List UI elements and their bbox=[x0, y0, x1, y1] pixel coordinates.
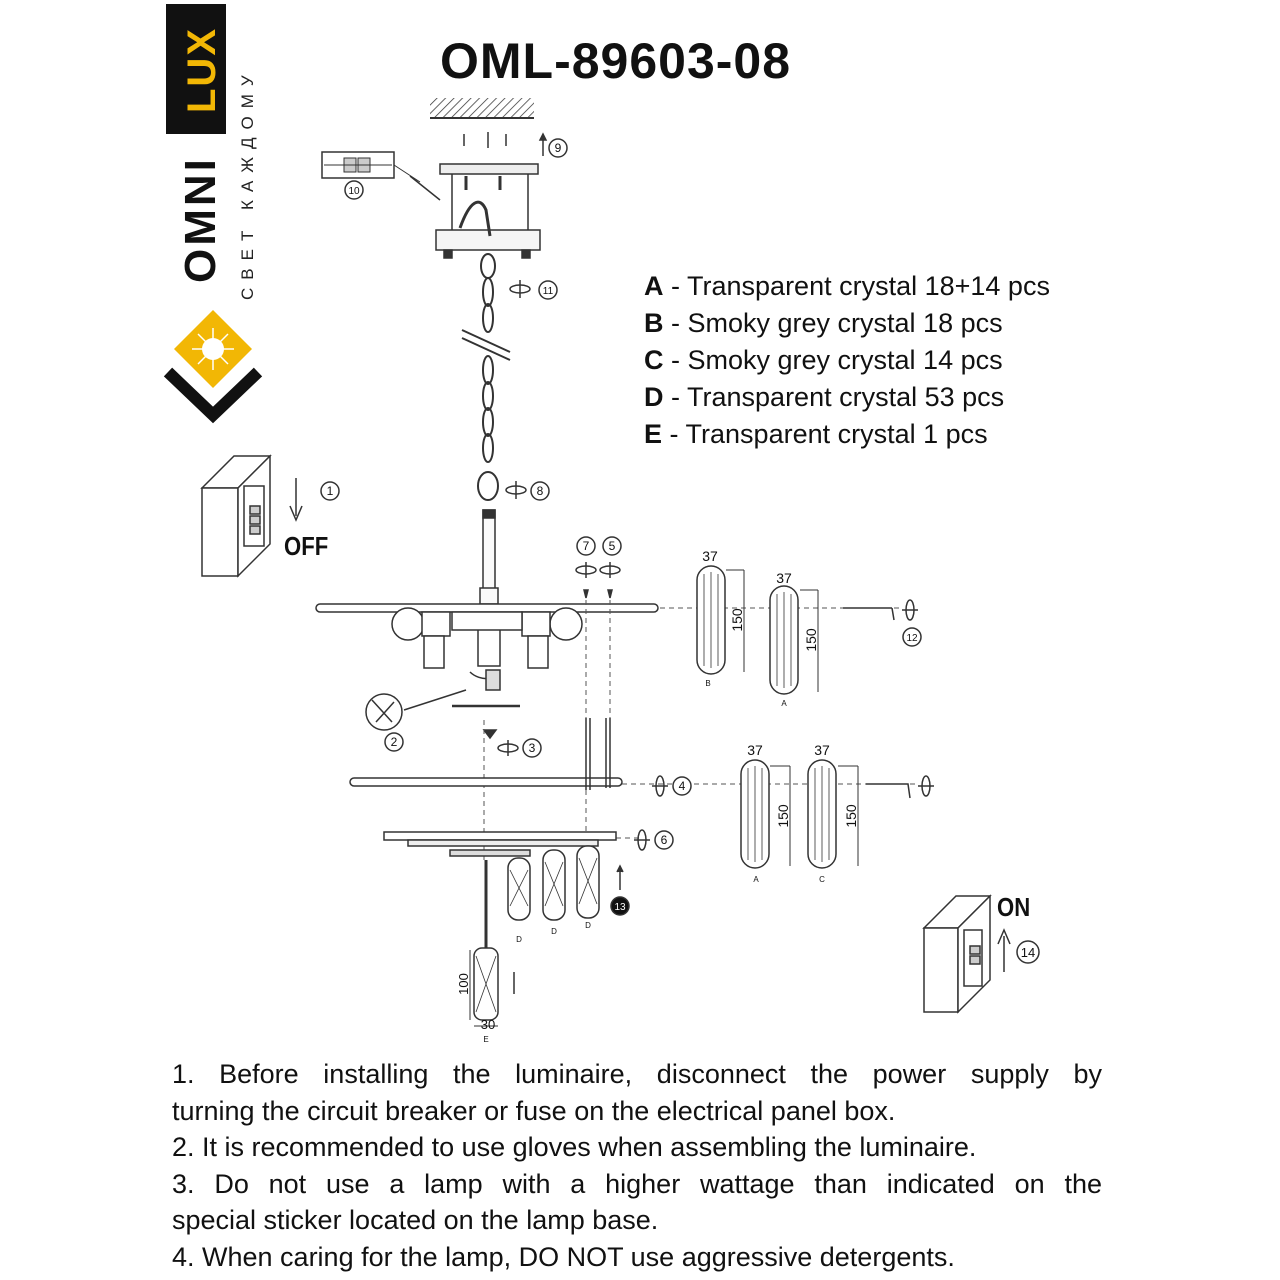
switch-off-label: OFF bbox=[284, 531, 329, 561]
terminal-block bbox=[321, 151, 421, 183]
part-letter-d1: D bbox=[516, 935, 522, 944]
dim-b-width: 37 bbox=[702, 548, 718, 564]
part-letter-e: E bbox=[483, 1035, 488, 1044]
suspension-chain bbox=[461, 253, 511, 501]
lower-ring bbox=[383, 831, 617, 857]
model-title: OML-89603-08 bbox=[440, 33, 792, 89]
step-7-label: 7 bbox=[583, 539, 590, 553]
part-letter-b: B bbox=[705, 679, 710, 688]
crystals-d bbox=[507, 845, 600, 921]
step-11-label: 11 bbox=[543, 286, 554, 297]
step-1-label: 1 bbox=[327, 484, 334, 498]
step-6-label: 6 bbox=[661, 833, 668, 847]
dim-c-height: 150 bbox=[843, 804, 859, 828]
switch-on-label: ON bbox=[997, 892, 1031, 922]
safety-notes: 1. Before installing the luminaire, disc… bbox=[172, 1056, 1102, 1275]
step-12-label: 12 bbox=[906, 633, 918, 644]
note-1-line-1: 1. Before installing the luminaire, disc… bbox=[172, 1059, 1102, 1089]
legend-item-e: E - Transparent crystal 1 pcs bbox=[644, 416, 1050, 453]
legend-text: - Transparent crystal 1 pcs bbox=[669, 419, 988, 449]
part-letter-a2: A bbox=[753, 875, 759, 884]
legend-letter: A bbox=[644, 271, 664, 301]
step-2-label: 2 bbox=[391, 735, 398, 749]
dim-a-height: 150 bbox=[803, 628, 819, 652]
wire-connection bbox=[365, 669, 520, 740]
dim-a2-height: 150 bbox=[775, 804, 791, 828]
step-3-label: 3 bbox=[529, 741, 536, 755]
note-1-line-2: turning the circuit breaker or fuse on t… bbox=[172, 1095, 896, 1126]
step-10-label: 10 bbox=[348, 186, 360, 197]
part-letter-a: A bbox=[781, 699, 787, 708]
crystal-legend: A - Transparent crystal 18+14 pcs B - Sm… bbox=[644, 268, 1050, 453]
legend-text: - Smoky grey crystal 18 pcs bbox=[671, 308, 1003, 338]
step-13-label: 13 bbox=[614, 902, 626, 913]
legend-text: - Smoky grey crystal 14 pcs bbox=[671, 345, 1003, 375]
step-5-label: 5 bbox=[609, 539, 616, 553]
mounting-plate bbox=[409, 132, 548, 259]
legend-item-c: C - Smoky grey crystal 14 pcs bbox=[644, 342, 1050, 379]
note-3-line-2: special sticker located on the lamp base… bbox=[172, 1205, 659, 1235]
switch-off-icon bbox=[200, 454, 303, 578]
middle-ring bbox=[349, 718, 623, 790]
logo-diamond-icon bbox=[163, 310, 263, 424]
dim-a-width: 37 bbox=[776, 570, 792, 586]
step-markers bbox=[320, 138, 1040, 964]
legend-item-d: D - Transparent crystal 53 pcs bbox=[644, 379, 1050, 416]
dim-e-height: 100 bbox=[456, 973, 471, 995]
dim-e-width: 30 bbox=[481, 1017, 495, 1032]
note-4: 4. When caring for the lamp, DO NOT use … bbox=[172, 1241, 955, 1272]
legend-letter: B bbox=[644, 308, 664, 338]
hook-icons bbox=[497, 280, 934, 890]
legend-text: - Transparent crystal 53 pcs bbox=[671, 382, 1005, 412]
legend-text: - Transparent crystal 18+14 pcs bbox=[671, 271, 1050, 301]
step-8-label: 8 bbox=[537, 484, 544, 498]
switch-on-icon bbox=[922, 894, 1011, 1014]
dim-b-height: 150 bbox=[729, 608, 745, 632]
central-rod bbox=[479, 509, 499, 605]
lamp-sockets bbox=[391, 607, 583, 669]
note-2: 2. It is recommended to use gloves when … bbox=[172, 1132, 977, 1162]
part-letter-c: C bbox=[819, 875, 825, 884]
ceiling bbox=[430, 98, 534, 119]
legend-item-a: A - Transparent crystal 18+14 pcs bbox=[644, 268, 1050, 305]
step-4-label: 4 bbox=[679, 779, 686, 793]
step-9-label: 9 bbox=[555, 141, 562, 155]
legend-item-b: B - Smoky grey crystal 18 pcs bbox=[644, 305, 1050, 342]
legend-letter: C bbox=[644, 345, 664, 375]
logo-background bbox=[166, 4, 226, 134]
legend-letter: E bbox=[644, 419, 663, 449]
dim-a2-width: 37 bbox=[747, 742, 763, 758]
legend-letter: D bbox=[644, 382, 664, 412]
crystal-e bbox=[469, 860, 515, 1027]
upper-ring bbox=[315, 603, 659, 669]
step-14-label: 14 bbox=[1021, 945, 1035, 960]
part-letter-d2: D bbox=[551, 927, 557, 936]
crystal-prisms bbox=[696, 565, 911, 869]
dim-c-width: 37 bbox=[814, 742, 830, 758]
part-letter-d3: D bbox=[585, 921, 591, 930]
note-3-line-1: 3. Do not use a lamp with a higher watta… bbox=[172, 1168, 1102, 1199]
